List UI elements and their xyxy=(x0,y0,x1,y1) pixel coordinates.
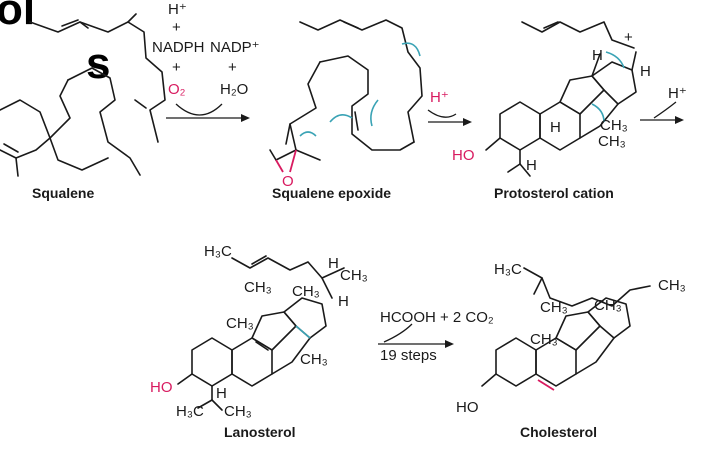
nadph: NADPH xyxy=(152,39,205,56)
lanosterol-ch3-a: CH₃ xyxy=(244,279,272,296)
lanosterol-ch3-side: CH₃ xyxy=(340,267,368,284)
protosterol-h-mid: H xyxy=(550,119,561,136)
lanosterol-ch3-c: CH₃ xyxy=(226,315,254,332)
epoxide-oxygen: O xyxy=(282,173,294,190)
protosterol-charge: + xyxy=(624,29,633,46)
reaction-arrow-3: H⁺ xyxy=(640,85,687,124)
label-lanosterol: Lanosterol xyxy=(224,424,296,440)
protosterol-ho: HO xyxy=(452,147,475,164)
cholesterol-ch3-a: CH₃ xyxy=(540,299,568,316)
reaction-arrow-1: H⁺ + NADPH NADP⁺ + + O₂ H₂O xyxy=(152,1,260,122)
cholesterol-h3c-top: H₃C xyxy=(494,261,522,278)
lanosterol-h-ring: H xyxy=(338,293,349,310)
steps-count: 19 steps xyxy=(380,347,437,364)
protosterol-h-right: H xyxy=(640,63,651,80)
lanosterol-ch3-b: CH₃ xyxy=(292,283,320,300)
nadp-plus: NADP⁺ xyxy=(210,39,260,56)
lanosterol-h3c-low: H₃C xyxy=(176,403,204,420)
heading-fragment-bottom: s xyxy=(86,39,110,88)
cholesterol-ch3-c: CH₃ xyxy=(530,331,558,348)
lanosterol-h-low: H xyxy=(216,385,227,402)
heading-fragment-top: ol xyxy=(0,0,35,34)
protosterol-ch3-low: CH₃ xyxy=(598,133,626,150)
lanosterol-ch3-low: CH₃ xyxy=(224,403,252,420)
h-plus-1: H⁺ xyxy=(168,1,187,18)
label-squalene-epoxide: Squalene epoxide xyxy=(272,185,391,201)
protosterol-h-top: H xyxy=(592,47,603,64)
reaction-arrow-2: H⁺ xyxy=(427,89,472,126)
plus-1: + xyxy=(172,19,181,36)
label-squalene: Squalene xyxy=(32,185,94,201)
lanosterol-ch3-d: CH₃ xyxy=(300,351,328,368)
h2o: H₂O xyxy=(220,81,248,98)
cholesterol-ch3-b: CH₃ xyxy=(594,297,622,314)
plus-2: + xyxy=(172,59,181,76)
reagents-step4: HCOOH + 2 CO₂ xyxy=(380,309,494,326)
plus-3: + xyxy=(228,59,237,76)
cholesterol-structure xyxy=(481,267,651,391)
protosterol-structure xyxy=(485,21,637,177)
squalene-epoxide-structure xyxy=(269,19,423,173)
label-cholesterol: Cholesterol xyxy=(520,424,597,440)
lanosterol-h3c-top: H₃C xyxy=(204,243,232,260)
protosterol-ch3-mid: CH₃ xyxy=(600,117,628,134)
lanosterol-ho: HO xyxy=(150,379,173,396)
lanosterol-structure xyxy=(177,255,345,411)
h-plus-3: H⁺ xyxy=(668,85,687,102)
h-plus-2: H⁺ xyxy=(430,89,449,106)
squalene-structure xyxy=(0,13,166,177)
o2: O₂ xyxy=(168,81,186,98)
reaction-arrow-4: HCOOH + 2 CO₂ 19 steps xyxy=(378,309,494,364)
protosterol-h-low: H xyxy=(526,157,537,174)
cholesterol-ch3-side: CH₃ xyxy=(658,277,686,294)
cholesterol-ho: HO xyxy=(456,399,479,416)
lanosterol-h-side: H xyxy=(328,255,339,272)
label-protosterol: Protosterol cation xyxy=(494,185,614,201)
